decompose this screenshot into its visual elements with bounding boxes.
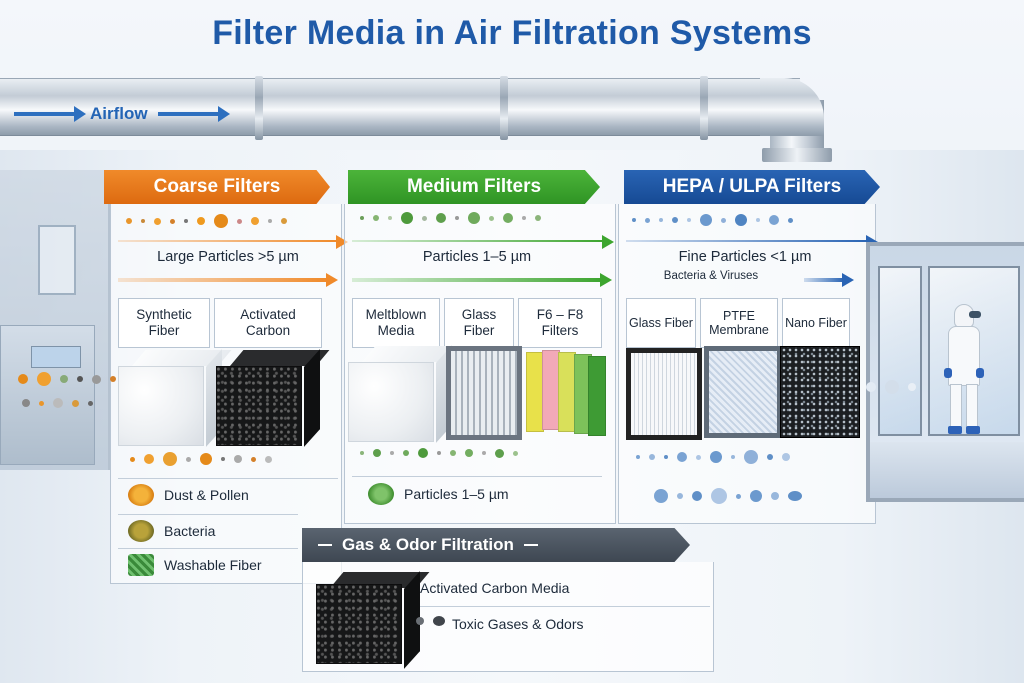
f6-f8-bag-filter-icon	[526, 350, 616, 440]
medium-particle-range: Particles 1–5 µm	[422, 249, 532, 265]
washable-fiber-icon	[128, 554, 154, 576]
air-duct-elbow	[760, 78, 824, 136]
virus-particles-icon	[654, 488, 802, 504]
fine-particles-icon	[632, 214, 793, 226]
hepa-ulpa-filters-header: HEPA / ULPA Filters	[624, 170, 880, 204]
media-label-meltblown-media: Meltblown Media	[352, 298, 440, 348]
medium-flow-arrow-icon	[352, 273, 612, 287]
media-label-hepa-glass-fiber: Glass Fiber	[626, 298, 696, 348]
incoming-particles-icon	[18, 372, 116, 386]
nano-fiber-filter-icon	[780, 346, 860, 438]
captured-medium-particles-icon	[360, 448, 518, 458]
glass-fiber-filter-icon	[446, 346, 522, 440]
clean-air-particles-icon	[866, 380, 916, 394]
airflow-indicator: Airflow	[14, 104, 230, 124]
media-label-glass-fiber: Glass Fiber	[444, 298, 514, 348]
media-label-synthetic-fiber: Synthetic Fiber	[118, 298, 210, 348]
page-title: Filter Media in Air Filtration Systems	[212, 14, 812, 52]
toxic-gas-icon	[416, 616, 445, 626]
legend-label: Dust & Pollen	[164, 487, 249, 503]
particle-cluster-icon	[368, 483, 394, 505]
legend-medium-particles: Particles 1–5 µm	[368, 483, 509, 505]
meltblown-media-filter-icon	[348, 345, 462, 443]
synthetic-fiber-filter-icon	[118, 349, 232, 447]
bacteria-icon	[128, 520, 154, 542]
hepa-glass-fiber-filter-icon	[626, 348, 702, 440]
activated-carbon-media-icon	[316, 571, 430, 669]
gas-target-text: Toxic Gases & Odors	[452, 616, 584, 632]
air-duct	[0, 76, 800, 140]
legend-label: Particles 1–5 µm	[404, 486, 509, 502]
hepa-particle-subrange: Bacteria & Viruses	[663, 270, 759, 282]
hepa-flow-arrow-icon	[804, 273, 854, 287]
legend-label: Bacteria	[164, 523, 216, 539]
gas-media-label: Activated Carbon Media	[420, 580, 569, 596]
legend-washable-fiber: Washable Fiber	[128, 554, 262, 576]
coarse-flow-arrow-icon	[118, 273, 338, 287]
medium-filters-header: Medium Filters	[348, 170, 600, 204]
legend-dust-pollen: Dust & Pollen	[128, 484, 249, 506]
hepa-particle-range: Fine Particles <1 µm	[678, 249, 812, 265]
gas-media-text: Activated Carbon Media	[420, 580, 570, 596]
gas-odor-filtration-header: Gas & Odor Filtration	[302, 528, 690, 562]
control-console	[0, 325, 95, 465]
gas-target-label: Toxic Gases & Odors	[452, 616, 584, 632]
media-label-ptfe-membrane: PTFE Membrane	[700, 298, 778, 348]
media-label-activated-carbon: Activated Carbon	[214, 298, 322, 348]
activated-carbon-filter-icon	[216, 349, 330, 447]
pollen-icon	[128, 484, 154, 506]
ptfe-membrane-filter-icon	[704, 346, 782, 438]
cleanroom-window	[866, 242, 1024, 502]
captured-fine-particles-icon	[636, 450, 790, 464]
captured-particles-icon	[130, 452, 272, 466]
coarse-filters-header: Coarse Filters	[104, 170, 330, 204]
media-label-nano-fiber: Nano Fiber	[782, 298, 850, 348]
large-particles-icon	[126, 214, 287, 228]
legend-label: Washable Fiber	[164, 557, 262, 573]
airflow-label: Airflow	[90, 104, 148, 123]
air-duct-outlet	[762, 148, 832, 162]
airflow-arrow-icon	[157, 106, 230, 122]
incoming-particles-icon	[22, 398, 93, 408]
gas-odor-title: Gas & Odor Filtration	[342, 535, 514, 554]
cleanroom-worker-icon	[944, 304, 984, 434]
media-label-f6-f8-filters: F6 – F8 Filters	[518, 298, 602, 348]
medium-particles-icon	[360, 212, 541, 224]
airflow-arrow-icon	[14, 106, 86, 122]
coarse-particle-range: Large Particles >5 µm	[157, 249, 299, 265]
legend-bacteria: Bacteria	[128, 520, 215, 542]
